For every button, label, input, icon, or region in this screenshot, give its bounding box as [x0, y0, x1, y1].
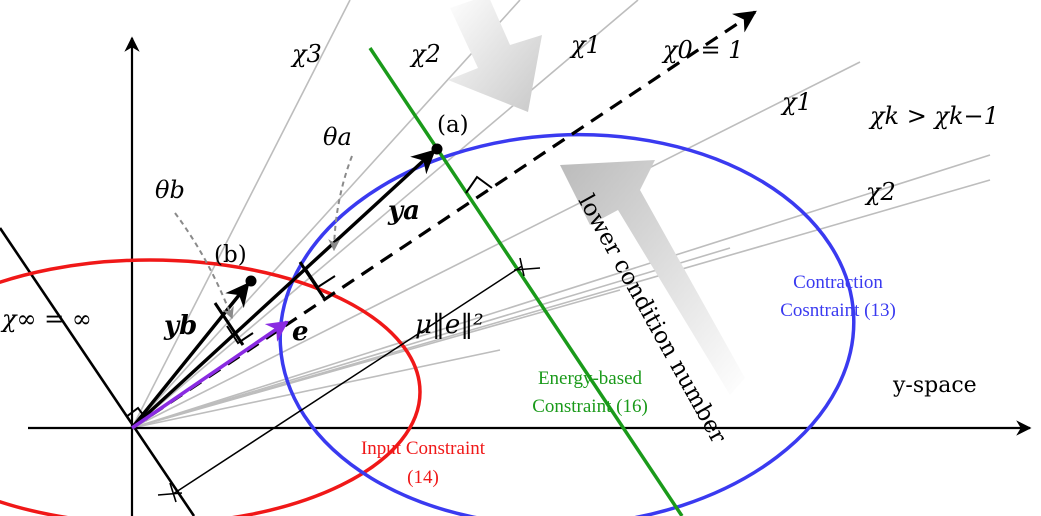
label-point-a: (a)	[437, 112, 469, 138]
label-chi1-right: χ1	[780, 88, 812, 116]
label-energy-2: Constraint (16)	[532, 396, 648, 417]
mu-line	[172, 265, 523, 495]
condition-arrow	[560, 160, 745, 395]
label-contraction-1: Contraction	[793, 272, 883, 293]
label-e: e	[292, 317, 309, 347]
label-chi2-top: χ2	[409, 40, 441, 68]
label-chi-inf: χ∞ = ∞	[0, 305, 92, 333]
label-input-1: Input Constraint	[361, 438, 486, 459]
label-input-2: (14)	[407, 467, 439, 488]
theta-b-pointer	[174, 212, 234, 320]
label-y-space: y-space	[892, 373, 977, 398]
label-chi1-top: χ1	[569, 31, 601, 59]
mu-tick-upper	[513, 257, 541, 277]
ray-chi2-top	[131, 0, 521, 429]
point-a	[431, 143, 443, 155]
ray-chi1-right	[131, 61, 861, 429]
label-theta-b: θb	[155, 176, 185, 204]
ray-chi2-right	[131, 179, 991, 429]
ray-mid	[131, 247, 731, 429]
input-constraint-ellipse	[0, 258, 422, 516]
label-theta-a: θa	[323, 123, 352, 151]
label-chi2-right: χ2	[864, 178, 896, 206]
ray-chik-upper	[131, 154, 991, 429]
vector-ya	[130, 149, 436, 430]
ray-chi1-top	[131, 0, 639, 429]
theta-a-pointer	[328, 155, 353, 252]
mu-tick-lower	[157, 482, 183, 503]
vector-e	[130, 320, 289, 430]
ray-chi3	[131, 0, 351, 429]
projection-a	[298, 261, 326, 299]
label-energy-1: Energy-based	[538, 368, 643, 389]
energy-constraint-line	[368, 47, 684, 516]
label-chi0: χ0 = 1	[661, 36, 743, 64]
point-b	[245, 275, 257, 287]
label-chik: χk > χk−1	[868, 102, 999, 130]
label-contraction-2: Cosntraint (13)	[780, 300, 896, 321]
top-gradient-arrow	[448, 0, 542, 112]
ray-lower	[131, 349, 501, 429]
ray-low	[131, 289, 621, 429]
label-chi3: χ3	[290, 40, 322, 68]
chi-infinity-line	[0, 227, 196, 516]
label-ya: ya	[387, 196, 420, 226]
contraction-constraint-ellipse	[278, 132, 856, 516]
chi-rays	[131, 0, 991, 429]
right-angle-yb	[226, 325, 254, 345]
label-mu: μ‖e‖²	[415, 310, 484, 340]
projection-b	[213, 302, 245, 346]
label-point-b: (b)	[214, 242, 247, 268]
right-angle-a	[465, 175, 493, 194]
label-yb: yb	[163, 311, 197, 341]
